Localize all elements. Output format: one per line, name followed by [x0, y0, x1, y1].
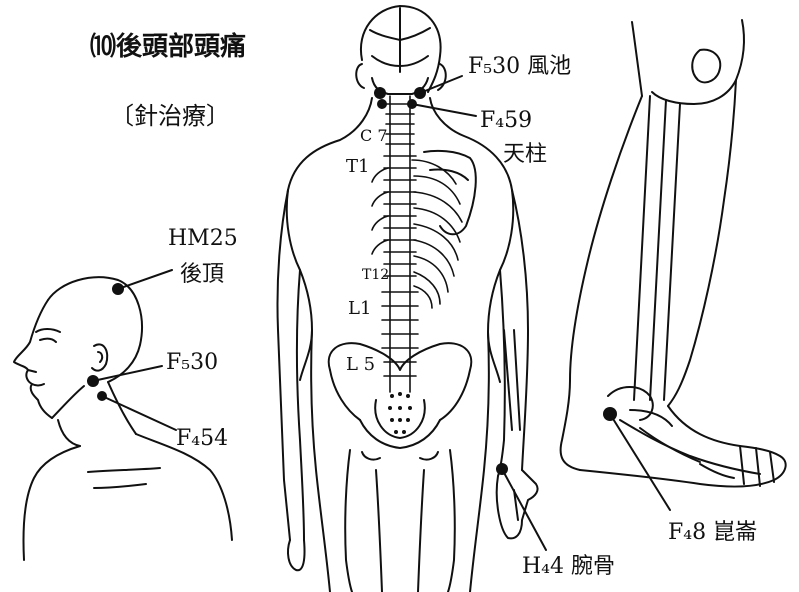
diagram-title: ⑽後頭部頭痛	[90, 34, 246, 60]
spine-label-t12: T12	[362, 268, 389, 282]
back-view-figure	[277, 6, 537, 592]
point-dot-tenchu-left	[377, 99, 387, 109]
spine-label-c7: C 7	[360, 128, 388, 144]
label-hm25-name: 後頂	[180, 264, 224, 286]
label-fuchi-code: F₅30	[468, 54, 520, 79]
leader-lines	[93, 76, 670, 550]
label-f530-code: F₅30	[166, 352, 218, 374]
sacrum	[388, 392, 412, 434]
label-f454-code: F₄54	[176, 428, 228, 450]
spine-label-l1: L1	[348, 300, 371, 318]
spine-label-l5: L 5	[346, 356, 375, 374]
spine-label-t1: T1	[346, 158, 369, 176]
label-fuchi-name: 風池	[527, 54, 571, 79]
label-tenchu-code: F₄59	[480, 110, 532, 132]
label-konron: F₄8 崑崙	[668, 522, 757, 544]
label-konron-code: F₄8	[668, 520, 706, 545]
label-tenchu-name: 天柱	[503, 144, 547, 166]
label-fuchi: F₅30 風池	[468, 56, 571, 78]
head-profile-figure	[14, 277, 232, 560]
point-dot-fuchi-left	[374, 87, 386, 99]
label-wankotsu-code: H₄4	[522, 554, 564, 579]
label-wankotsu-name: 腕骨	[571, 554, 615, 579]
section-heading: 〔針治療〕	[110, 104, 230, 128]
label-hm25-code: HM25	[168, 228, 238, 250]
label-wankotsu: H₄4 腕骨	[522, 556, 615, 578]
leg-side-figure	[561, 20, 786, 487]
label-konron-name: 崑崙	[713, 520, 757, 545]
